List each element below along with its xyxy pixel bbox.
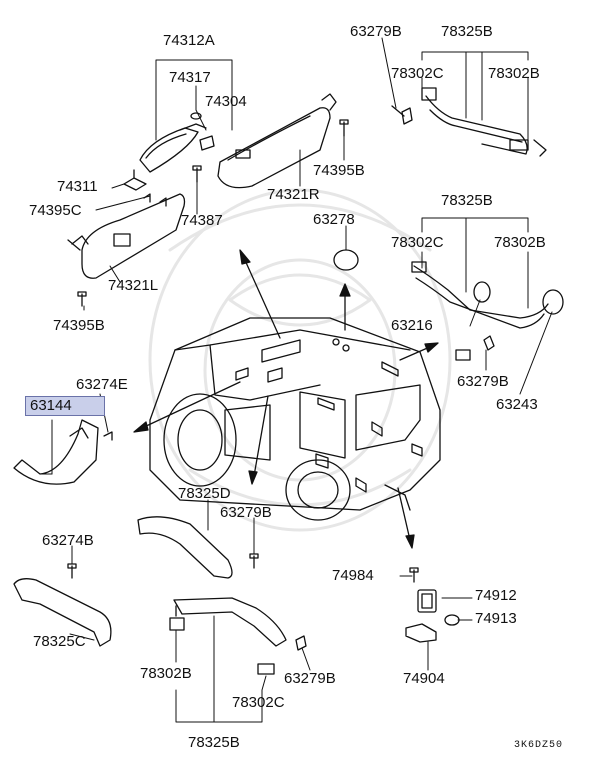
part-label: 78325B bbox=[441, 192, 493, 209]
part-label: 74312A bbox=[163, 32, 215, 49]
part-label: 74317 bbox=[169, 69, 211, 86]
part-label: 78325D bbox=[178, 485, 231, 502]
part-label: 78302C bbox=[391, 234, 444, 251]
part-label: 74984 bbox=[332, 567, 374, 584]
part-label: 74912 bbox=[475, 587, 517, 604]
rear-trim-63144 bbox=[14, 420, 112, 484]
part-label: 63274B bbox=[42, 532, 94, 549]
drawing-code: 3K6DZ50 bbox=[514, 740, 564, 751]
part-label: 63274E bbox=[76, 376, 128, 393]
part-label: 63279B bbox=[457, 373, 509, 390]
highlighted-part-label[interactable]: 63144 bbox=[25, 396, 105, 416]
part-label: 63216 bbox=[391, 317, 433, 334]
license-lamp-assembly bbox=[406, 568, 459, 642]
grab-handle-78325b-lower bbox=[170, 598, 306, 674]
part-label: 78325B bbox=[188, 734, 240, 751]
sun-visor-left bbox=[68, 166, 201, 306]
part-label: 74395C bbox=[29, 202, 82, 219]
part-label: 74321R bbox=[267, 186, 320, 203]
part-label: 74387 bbox=[181, 212, 223, 229]
part-label: 78302B bbox=[494, 234, 546, 251]
part-label: 78325C bbox=[33, 633, 86, 650]
roof-grip-upper bbox=[392, 88, 546, 156]
part-label: 74304 bbox=[205, 93, 247, 110]
part-label: 74395B bbox=[53, 317, 105, 334]
interior-mirror-assembly bbox=[124, 113, 214, 190]
part-label: 78325B bbox=[441, 23, 493, 40]
part-label: 78302C bbox=[391, 65, 444, 82]
grab-handle-78325d bbox=[138, 517, 258, 578]
part-label: 78302C bbox=[232, 694, 285, 711]
part-label: 63279B bbox=[284, 670, 336, 687]
part-label: 78302B bbox=[488, 65, 540, 82]
leader-arrows bbox=[134, 250, 438, 548]
grab-handle-78325c bbox=[14, 564, 111, 646]
part-label: 63279B bbox=[350, 23, 402, 40]
part-label: 63243 bbox=[496, 396, 538, 413]
part-label: 74321L bbox=[108, 277, 159, 294]
sun-visor-right bbox=[218, 94, 348, 188]
part-label: 74395B bbox=[313, 162, 365, 179]
part-label: 63279B bbox=[220, 504, 272, 521]
part-label: 74904 bbox=[403, 670, 445, 687]
roof-grip-middle bbox=[334, 250, 563, 360]
part-label: 63278 bbox=[313, 211, 355, 228]
part-label: 78302B bbox=[140, 665, 192, 682]
vehicle-body bbox=[150, 318, 440, 520]
part-label: 74311 bbox=[57, 178, 98, 195]
part-label: 74913 bbox=[475, 610, 517, 627]
